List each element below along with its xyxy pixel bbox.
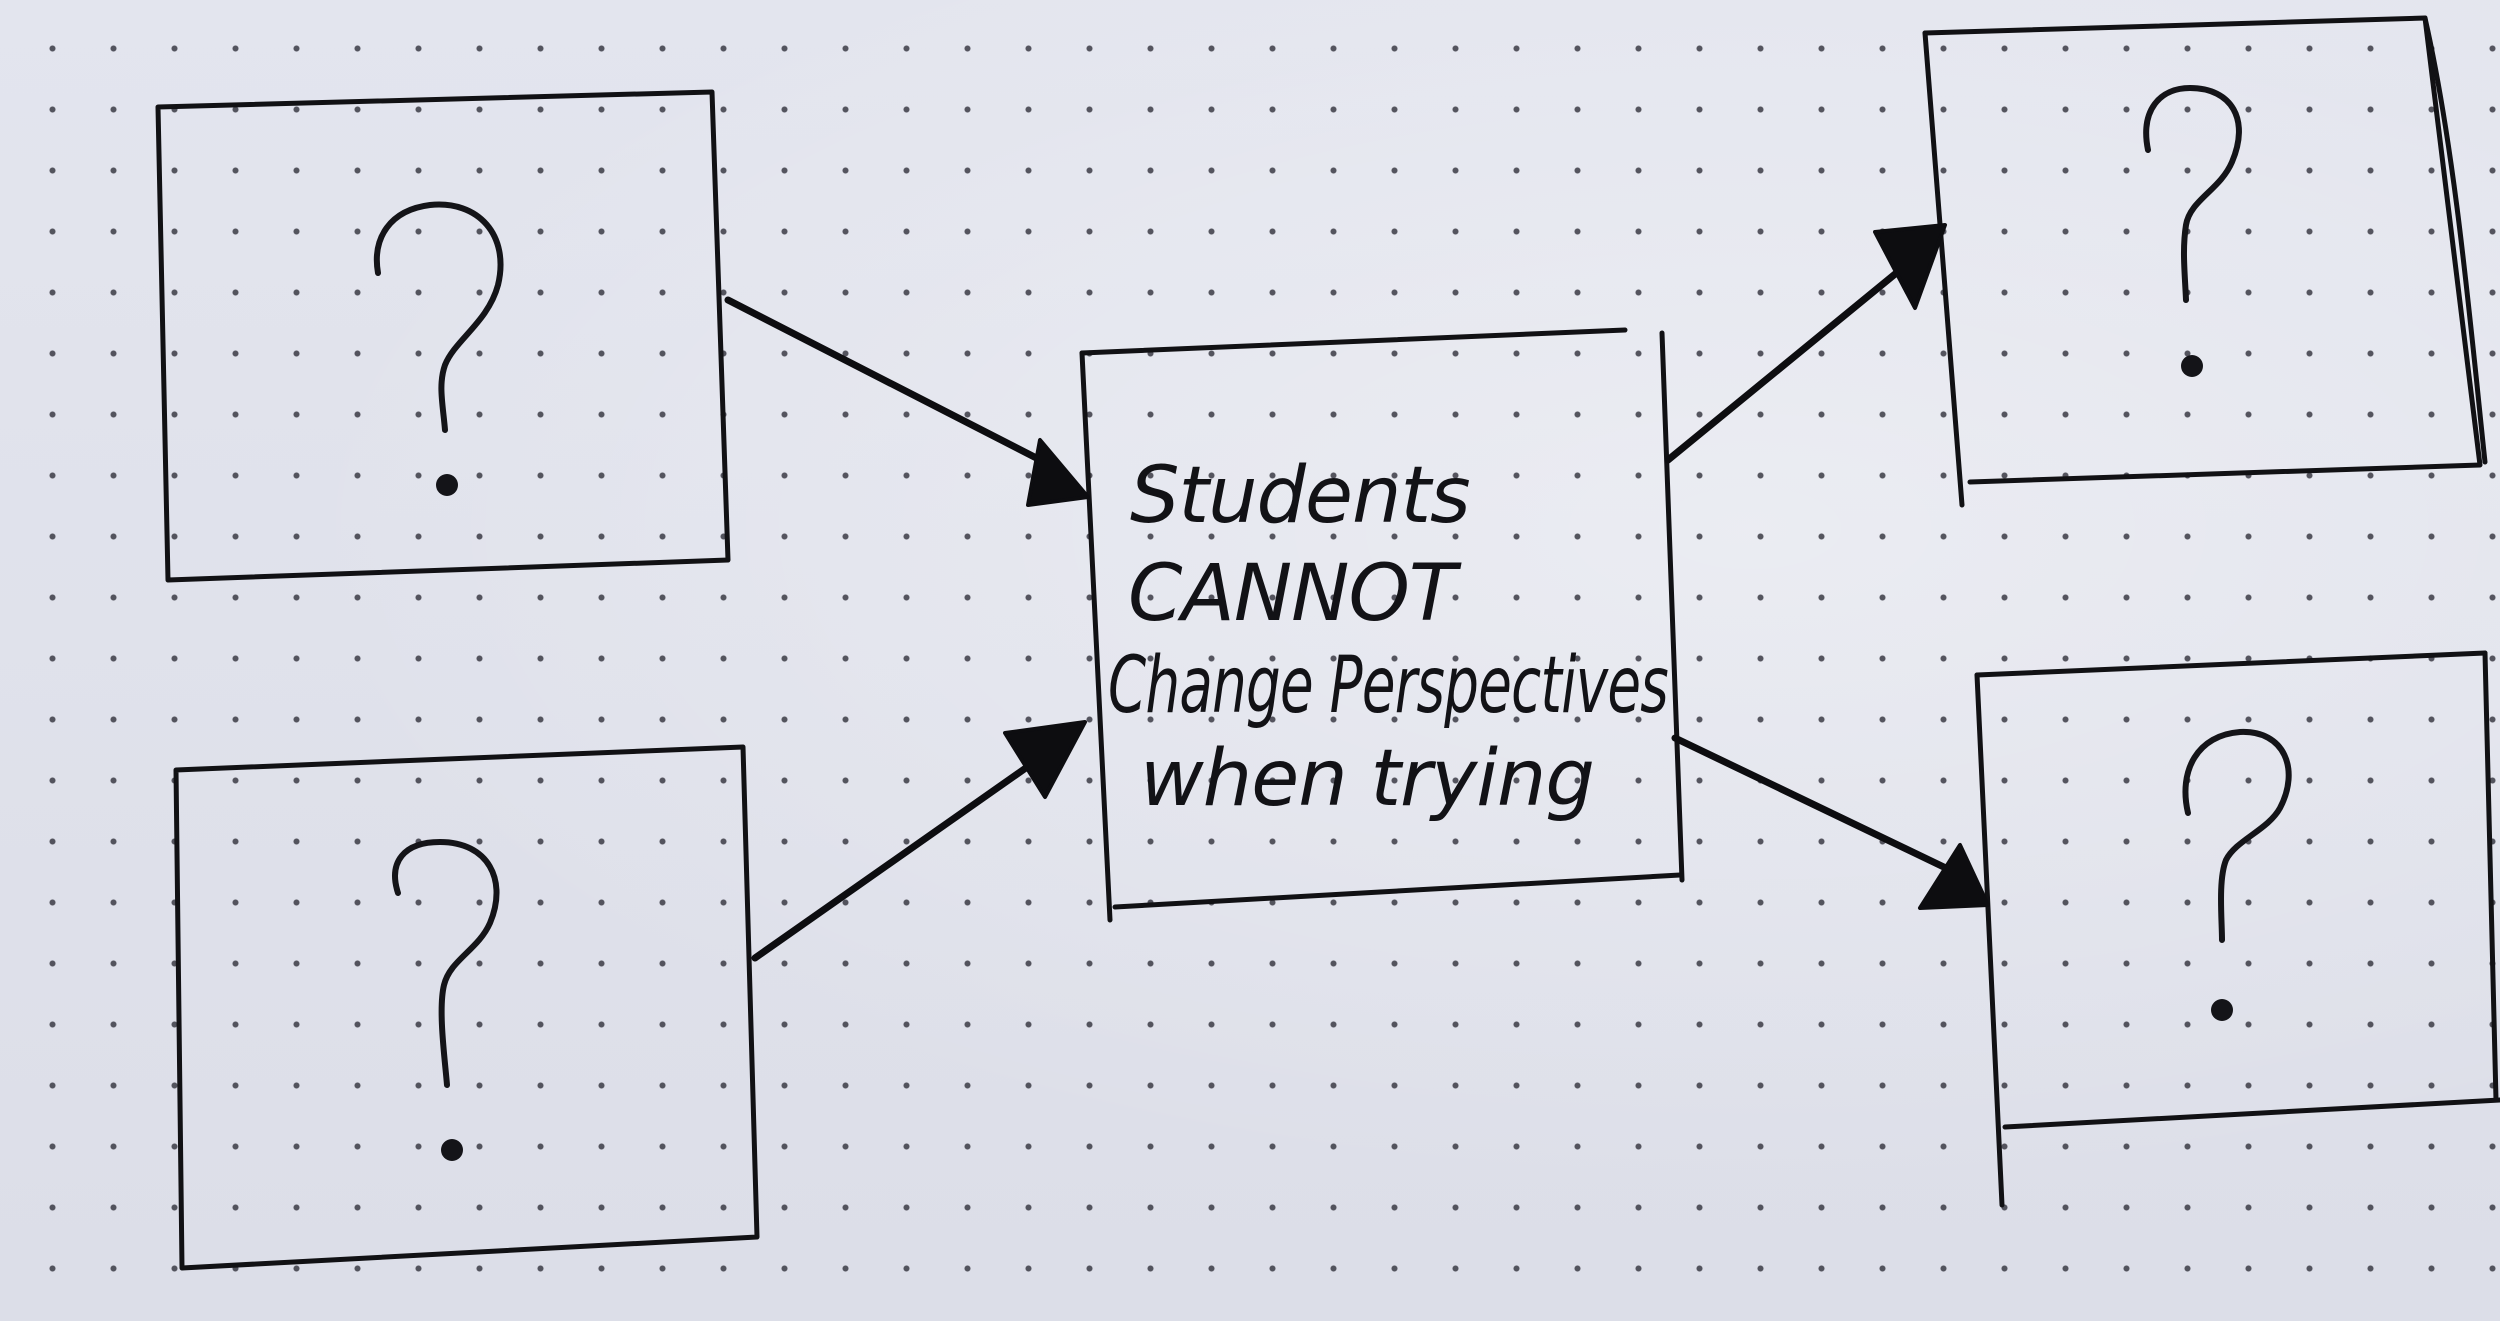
unknown-box-top-left: ?: [155, 89, 731, 583]
question-mark-icon: ?: [2182, 728, 2292, 1021]
center-problem-text: Students CANNOT Change Perspectives when…: [1108, 451, 1669, 824]
unknown-box-bottom-right: ?: [1974, 650, 2500, 1208]
question-mark-icon: ?: [2143, 85, 2242, 377]
question-mark-icon: ?: [392, 839, 500, 1161]
unknown-box-top-right: ?: [1922, 15, 2488, 508]
center-text-line-2: CANNOT: [1128, 549, 1462, 639]
question-mark-icon: ?: [373, 201, 504, 496]
center-text-line-1: Students: [1130, 451, 1470, 541]
unknown-box-bottom-left: ?: [173, 744, 760, 1271]
center-text-line-4: when trying: [1140, 734, 1594, 824]
center-text-line-3: Change Perspectives: [1108, 641, 1668, 731]
arrow-top-left-to-center: [724, 296, 1090, 507]
center-problem-box: [1079, 327, 1685, 923]
arrow-bottom-left-to-center: [751, 720, 1087, 962]
arrow-center-to-top-right: [1664, 223, 1947, 464]
arrow-center-to-bottom-right: [1671, 734, 1990, 910]
